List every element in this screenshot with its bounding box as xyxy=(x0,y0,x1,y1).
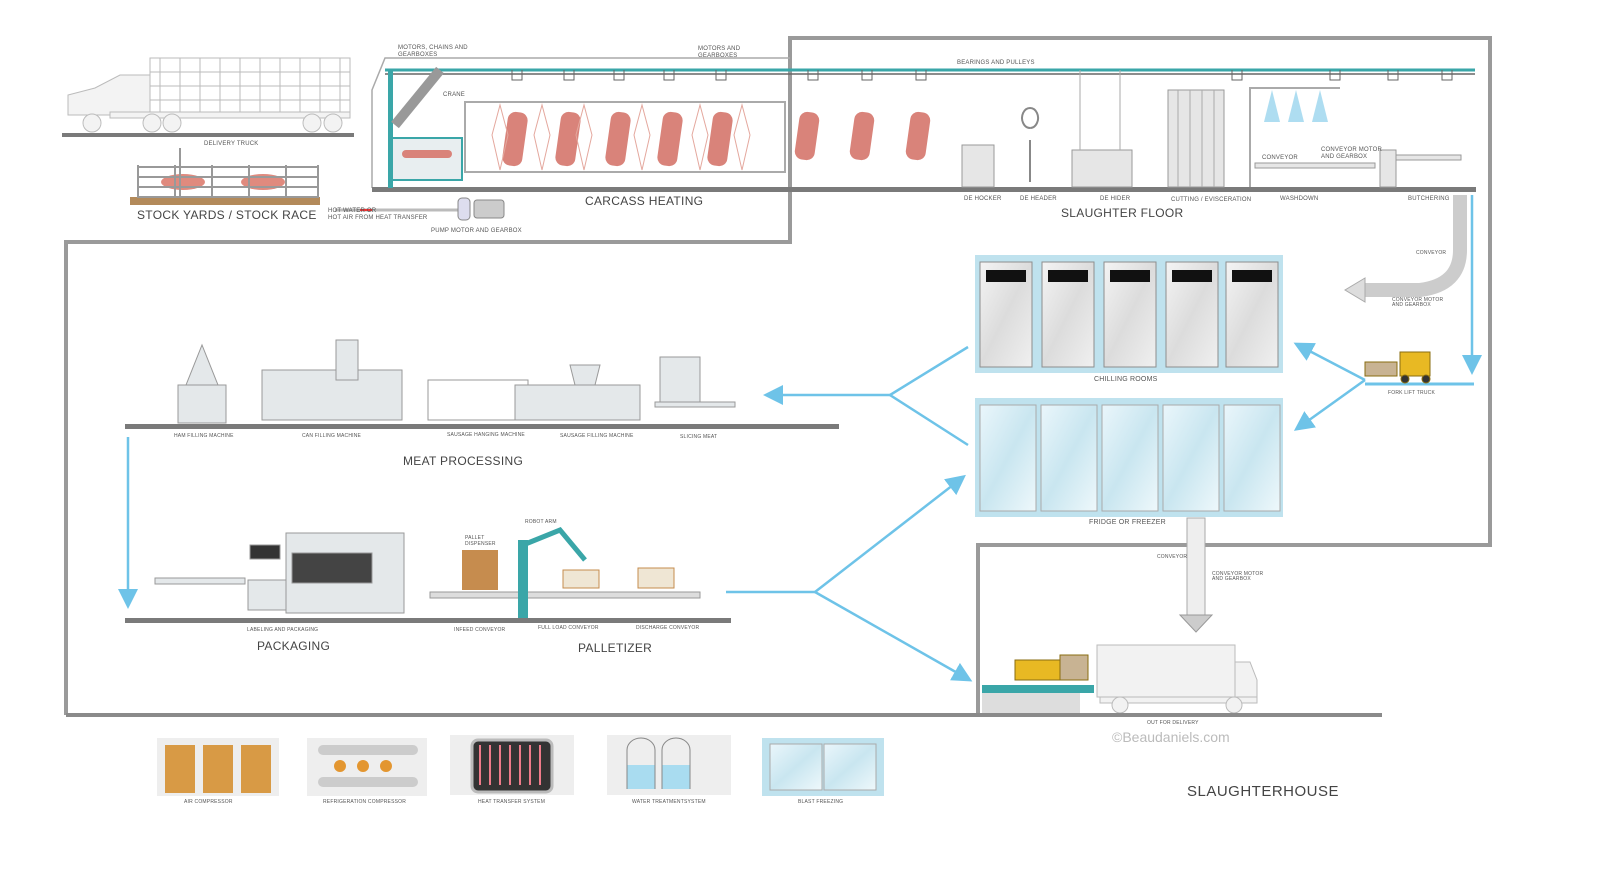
building-outline xyxy=(64,36,1492,715)
label-discharge-conveyor: DISCHARGE CONVEYOR xyxy=(636,625,700,631)
label-refrigeration-compressor: REFRIGERATION COMPRESSOR xyxy=(323,799,407,805)
label-sausage-filling: SAUSAGE FILLING MACHINE xyxy=(560,433,634,439)
rail-trolleys xyxy=(511,70,1453,81)
delivery-truck-out xyxy=(1096,644,1258,714)
main-title: SLAUGHTERHOUSE xyxy=(1187,783,1340,800)
label-conveyor-bottom: CONVEYOR xyxy=(1157,554,1188,560)
flow-arrows xyxy=(118,342,1366,682)
label-pallet-dispenser: PALLET DISPENSER xyxy=(465,535,496,547)
delivery-truck-illustration xyxy=(67,57,351,133)
label-water-treatment: WATER TREATMENTSYSTEM xyxy=(632,799,706,805)
floor-lines xyxy=(62,133,1476,623)
label-fork-lift: FORK LIFT TRUCK xyxy=(1388,390,1435,396)
label-blast-freezing: BLAST FREEZING xyxy=(798,799,844,805)
vertical-conveyor xyxy=(1186,517,1206,619)
slaughter-equipment xyxy=(961,70,1462,188)
label-motors-gearboxes: MOTORS AND GEARBOXES xyxy=(698,46,741,59)
label-fridge-freezer: FRIDGE OR FREEZER xyxy=(1089,519,1166,526)
label-cutting: CUTTING / EVISCERATION xyxy=(1171,197,1252,203)
label-slicing-meat: SLICING MEAT xyxy=(680,434,718,440)
label-sausage-hanging: SAUSAGE HANGING MACHINE xyxy=(447,432,525,438)
label-conveyor-motor: CONVEYOR MOTOR AND GEARBOX xyxy=(1321,147,1383,160)
carcass-room-outline xyxy=(371,57,790,188)
label-chilling-rooms: CHILLING ROOMS xyxy=(1094,376,1158,383)
label-conveyor-motor-bottom: CONVEYOR MOTOR AND GEARBOX xyxy=(1212,571,1264,582)
forklift-right xyxy=(1364,351,1431,384)
curved-conveyor xyxy=(1365,195,1467,297)
palletizer-machines xyxy=(429,526,701,618)
section-title-stock-yards: STOCK YARDS / STOCK RACE xyxy=(137,208,317,222)
label-conveyor-right: CONVEYOR xyxy=(1416,250,1447,256)
label-ham-filling: HAM FILLING MACHINE xyxy=(174,433,234,439)
label-butchering: BUTCHERING xyxy=(1408,196,1450,202)
label-heat-transfer: HEAT TRANSFER SYSTEM xyxy=(478,799,546,805)
heating-frame xyxy=(464,101,786,173)
freezer-illustration xyxy=(975,398,1283,517)
label-full-load-conveyor: FULL LOAD CONVEYOR xyxy=(538,625,599,631)
label-motors-chains: MOTORS, CHAINS AND GEARBOXES xyxy=(398,45,468,58)
section-title-carcass-heating: CARCASS HEATING xyxy=(585,194,704,208)
label-can-filling: CAN FILLING MACHINE xyxy=(302,433,362,439)
forklift-dock xyxy=(1014,654,1089,681)
section-title-meat-processing: MEAT PROCESSING xyxy=(403,454,524,468)
packaging-machines xyxy=(154,532,405,614)
hanging-carcasses xyxy=(502,111,931,167)
conveyor-arrow-left xyxy=(1344,277,1366,303)
label-conveyor: CONVEYOR xyxy=(1262,155,1298,161)
stock-yard-fence xyxy=(130,148,320,205)
chilling-rooms-illustration xyxy=(975,255,1283,373)
label-hot-water: HOT WATER OR HOT AIR FROM HEAT TRANSFER xyxy=(328,208,428,221)
loading-dock xyxy=(982,685,1094,693)
label-delivery-truck: DELIVERY TRUCK xyxy=(204,141,259,147)
section-title-slaughter-floor: SLAUGHTER FLOOR xyxy=(1061,206,1184,220)
processing-machines xyxy=(177,339,736,424)
label-air-compressor: AIR COMPRESSOR xyxy=(184,799,233,805)
section-title-palletizer: PALLETIZER xyxy=(578,641,653,655)
label-infeed-conveyor: INFEED CONVEYOR xyxy=(454,627,506,633)
label-de-hocker: DE HOCKER xyxy=(964,196,1002,202)
label-crane: CRANE xyxy=(443,92,466,98)
label-pump-motor: PUMP MOTOR AND GEARBOX xyxy=(431,228,522,234)
label-labeling-packaging: LABELING AND PACKAGING xyxy=(247,627,319,633)
label-conveyor-motor-right: CONVEYOR MOTOR AND GEARBOX xyxy=(1392,297,1444,308)
label-out-for-delivery: OUT FOR DELIVERY xyxy=(1147,720,1199,726)
label-bearings-pulleys: BEARINGS AND PULLEYS xyxy=(957,60,1035,66)
pump-motor-illustration xyxy=(335,197,505,221)
section-title-packaging: PACKAGING xyxy=(257,639,331,653)
label-de-header: DE HEADER xyxy=(1020,196,1057,202)
label-washdown: WASHDOWN xyxy=(1280,196,1319,202)
heat-sprays xyxy=(491,103,751,171)
utility-icons xyxy=(157,735,884,796)
label-de-hider: DE HIDER xyxy=(1100,196,1131,202)
copyright: ©Beaudaniels.com xyxy=(1112,729,1230,745)
label-robot-arm: ROBOT ARM xyxy=(525,519,557,525)
crane-illustration xyxy=(388,66,463,188)
